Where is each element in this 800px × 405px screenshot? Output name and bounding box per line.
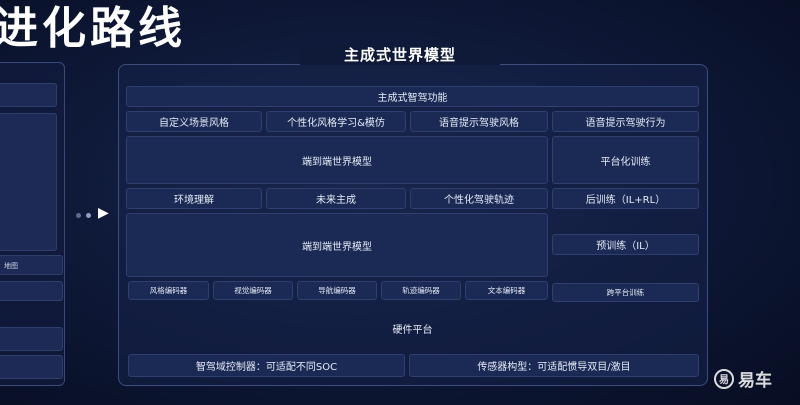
pre-training: 预训练（IL） [552, 234, 699, 255]
feature-voice-drive-behavior: 语音提示驾驶行为 [552, 111, 699, 132]
function-header: 主成式智驾功能 [126, 86, 699, 107]
previous-stage-box-5 [0, 355, 63, 379]
post-training: 后训练（IL+RL） [552, 188, 699, 209]
platform-training: 平台化训练 [552, 136, 699, 184]
feature-voice-drive-style: 语音提示驾驶风格 [410, 111, 548, 132]
map-label: 地图 [4, 262, 18, 270]
environment-understanding: 环境理解 [126, 188, 262, 209]
yiche-logo-icon: 易 [714, 368, 734, 389]
previous-stage-box-3 [0, 281, 63, 301]
previous-stage-box-2 [0, 113, 57, 251]
watermark-text: 易车 [738, 371, 772, 391]
hardware-platform-label: 硬件平台 [392, 324, 433, 336]
text-encoder: 文本编码器 [465, 281, 548, 300]
connector-dot [86, 213, 91, 218]
forward-arrow-icon: ▶ [98, 205, 109, 221]
sensor-configuration: 传感器构型：可适配惯导双目/激目 [409, 354, 699, 377]
page-headline: 进化路线 [0, 3, 186, 54]
domain-controller: 智驾域控制器：可适配不同SOC [128, 354, 405, 377]
style-encoder: 风格编码器 [128, 281, 209, 300]
cross-platform-training: 跨平台训练 [552, 283, 699, 302]
trajectory-encoder: 轨迹编码器 [381, 281, 461, 300]
previous-stage-box-4 [0, 327, 63, 351]
previous-stage-panel: 地图 [0, 62, 65, 386]
feature-custom-scene-style: 自定义场景风格 [126, 111, 262, 132]
personalized-trajectory: 个性化驾驶轨迹 [410, 188, 548, 209]
previous-stage-box-1 [0, 83, 57, 107]
yiche-watermark: 易 易车 [714, 366, 772, 391]
navigation-encoder: 导航编码器 [297, 281, 377, 300]
e2e-world-model-top: 端到端世界模型 [126, 136, 548, 184]
feature-style-learning: 个性化风格学习&模仿 [266, 111, 406, 132]
vision-encoder: 视觉编码器 [213, 281, 293, 300]
future-generation: 未来主成 [266, 188, 406, 209]
connector-dot [76, 213, 81, 218]
e2e-world-model-bottom: 端到端世界模型 [126, 213, 548, 277]
previous-stage-box-map: 地图 [0, 255, 63, 275]
panel-title: 主成式世界模型 [300, 44, 500, 65]
